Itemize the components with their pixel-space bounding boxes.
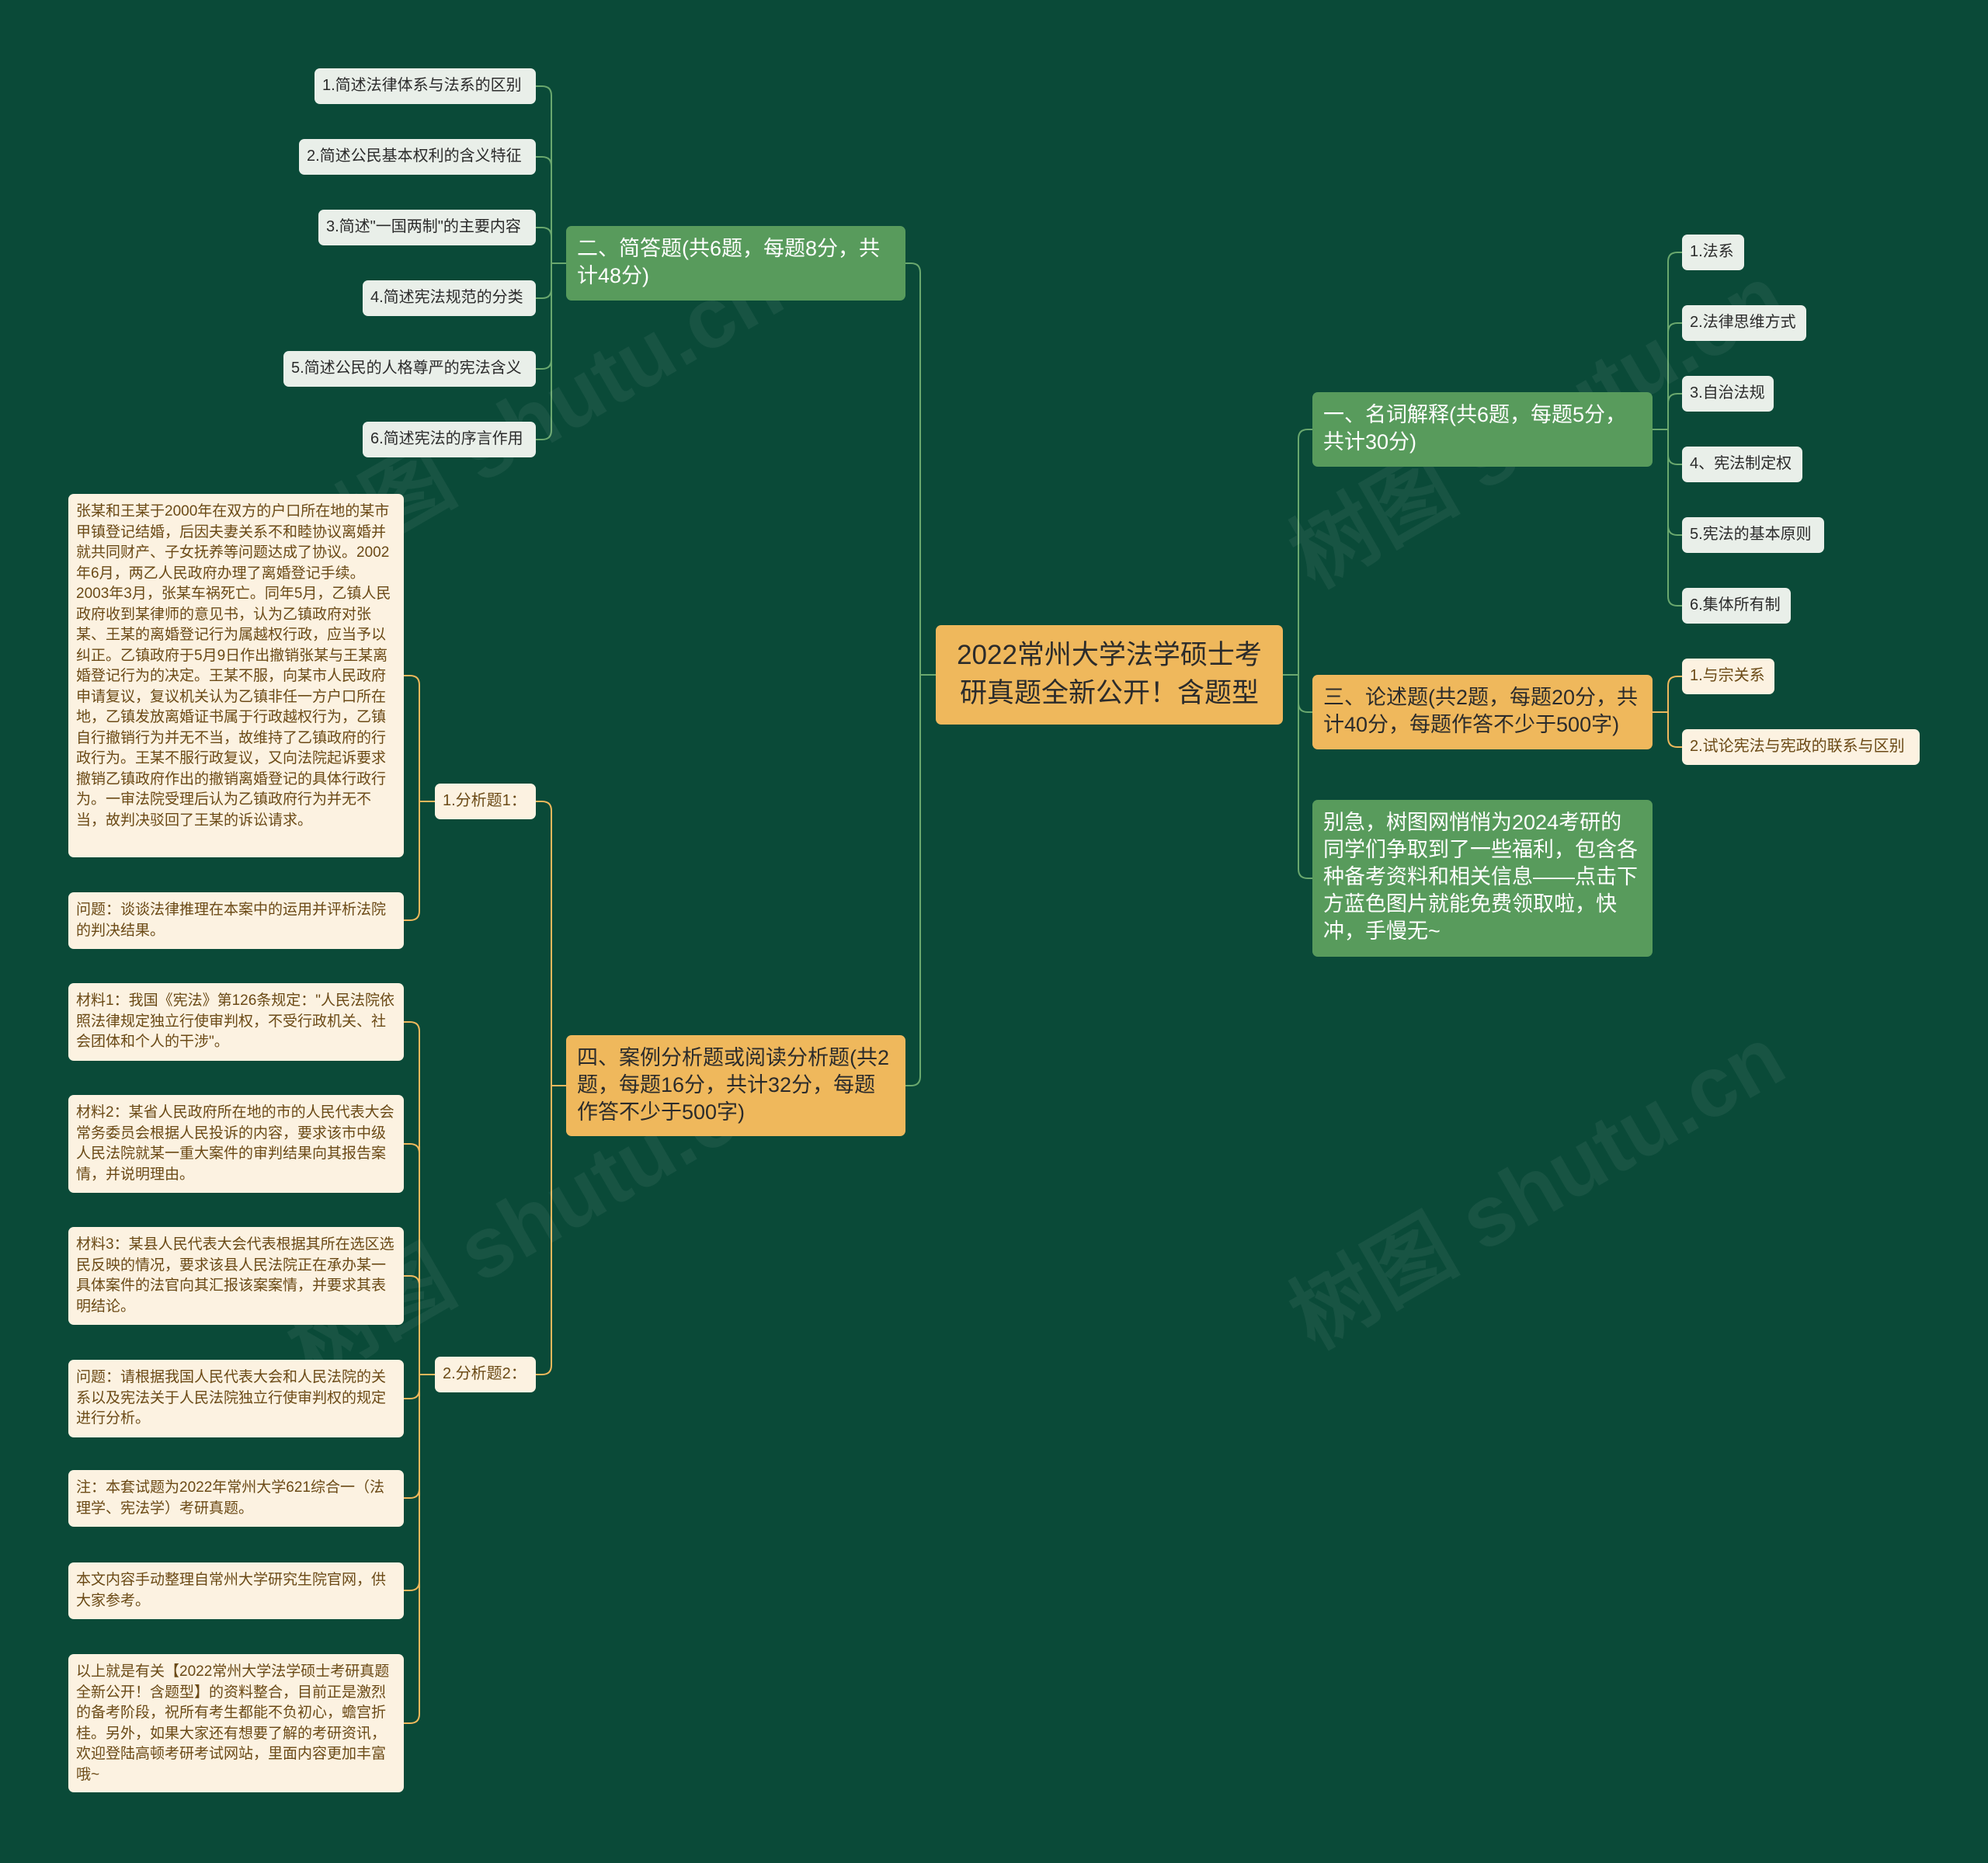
short-answer-item-5[interactable]: 5.简述公民的人格尊严的宪法含义 <box>283 351 536 387</box>
essay-connector <box>1653 676 1682 748</box>
branch-promo-note[interactable]: 别急，树图网悄悄为2024考研的同学们争取到了一些福利，包含各种备考资料和相关信… <box>1312 800 1653 957</box>
short-answer-connector <box>536 85 566 440</box>
branch-case-analysis[interactable]: 四、案例分析题或阅读分析题(共2题，每题16分，共计32分，每题作答不少于500… <box>566 1035 905 1136</box>
analysis-1-node[interactable]: 1.分析题1： <box>435 784 536 819</box>
term-item-6[interactable]: 6.集体所有制 <box>1682 588 1791 624</box>
short-answer-item-2[interactable]: 2.简述公民基本权利的含义特征 <box>299 139 536 175</box>
branch-essay[interactable]: 三、论述题(共2题，每题20分，共计40分，每题作答不少于500字) <box>1312 675 1653 749</box>
analysis-1-connector <box>404 675 435 921</box>
essay-item-1[interactable]: 1.与宗关系 <box>1682 659 1774 694</box>
analysis-1-case-text: 张某和王某于2000年在双方的户口所在地的某市甲镇登记结婚，后因夫妻关系不和睦协… <box>68 494 404 857</box>
term-item-3[interactable]: 3.自治法规 <box>1682 376 1774 412</box>
analysis-2-source: 本文内容手动整理自常州大学研究生院官网，供大家参考。 <box>68 1562 404 1619</box>
term-item-4[interactable]: 4、宪法制定权 <box>1682 447 1802 482</box>
term-item-5[interactable]: 5.宪法的基本原则 <box>1682 517 1824 553</box>
branch-short-answer[interactable]: 二、简答题(共6题，每题8分，共计48分) <box>566 226 905 301</box>
essay-item-2[interactable]: 2.试论宪法与宪政的联系与区别 <box>1682 729 1920 765</box>
analysis-2-connector <box>404 1021 435 1724</box>
short-answer-item-1[interactable]: 1.简述法律体系与法系的区别 <box>315 68 536 104</box>
analysis-1-question: 问题：谈谈法律推理在本案中的运用并评析法院的判决结果。 <box>68 892 404 949</box>
root-to-left-connector <box>905 262 936 1086</box>
short-answer-item-6[interactable]: 6.简述宪法的序言作用 <box>363 422 536 457</box>
root-to-right-connector <box>1283 429 1312 879</box>
analysis-connector <box>536 801 566 1375</box>
analysis-2-material-3: 材料3：某县人民代表大会代表根据其所在选区选民反映的情况，要求该县人民法院正在承… <box>68 1227 404 1325</box>
branch-term-explanation[interactable]: 一、名词解释(共6题，每题5分，共计30分) <box>1312 392 1653 467</box>
terms-connector <box>1653 252 1682 607</box>
short-answer-item-4[interactable]: 4.简述宪法规范的分类 <box>363 280 536 316</box>
analysis-2-note: 注：本套试题为2022年常州大学621综合一（法理学、宪法学）考研真题。 <box>68 1470 404 1527</box>
analysis-2-question: 问题：请根据我国人民代表大会和人民法院的关系以及宪法关于人民法院独立行使审判权的… <box>68 1360 404 1437</box>
term-item-1[interactable]: 1.法系 <box>1682 235 1744 270</box>
root-node[interactable]: 2022常州大学法学硕士考研真题全新公开！含题型 <box>936 625 1283 725</box>
term-item-2[interactable]: 2.法律思维方式 <box>1682 305 1806 341</box>
short-answer-item-3[interactable]: 3.简述"一国两制"的主要内容 <box>318 210 536 245</box>
analysis-2-node[interactable]: 2.分析题2： <box>435 1357 536 1392</box>
analysis-2-material-1: 材料1：我国《宪法》第126条规定："人民法院依照法律规定独立行使审判权，不受行… <box>68 983 404 1061</box>
analysis-2-summary: 以上就是有关【2022常州大学法学硕士考研真题全新公开！含题型】的资料整合，目前… <box>68 1654 404 1792</box>
analysis-2-material-2: 材料2：某省人民政府所在地的市的人民代表大会常务委员会根据人民投诉的内容，要求该… <box>68 1095 404 1193</box>
